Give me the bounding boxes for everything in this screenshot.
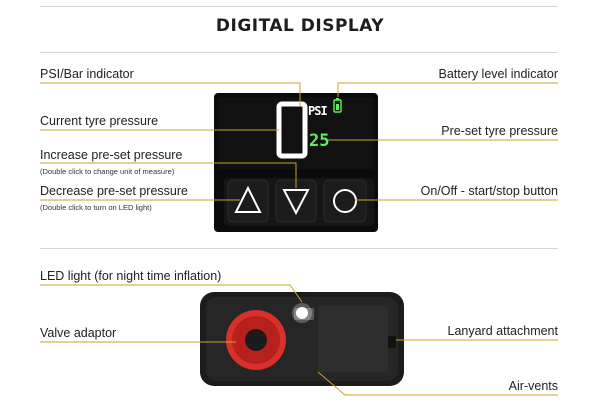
label-current-tyre-pressure: Current tyre pressure — [40, 114, 159, 128]
power-button — [323, 179, 367, 223]
label-increase-preset: Increase pre-set pressure — [40, 148, 183, 162]
label-valve-adaptor: Valve adaptor — [40, 326, 117, 340]
title-divider — [40, 52, 558, 53]
led-light — [292, 303, 314, 323]
air-vent-grille — [318, 306, 388, 372]
note-increase-preset: (Double click to change unit of measure) — [40, 167, 175, 176]
label-lanyard-attachment: Lanyard attachment — [447, 324, 559, 338]
label-on-off-button: On/Off - start/stop button — [420, 184, 558, 198]
label-battery-level-indicator: Battery level indicator — [438, 67, 558, 81]
battery-icon — [333, 98, 342, 113]
inflator-device — [200, 292, 404, 386]
label-decrease-preset: Decrease pre-set pressure — [40, 184, 188, 198]
section-divider — [40, 248, 558, 249]
label-psi-bar-indicator: PSI/Bar indicator — [40, 67, 134, 81]
note-decrease-preset: (Double click to turn on LED light) — [40, 203, 152, 212]
valve-adaptor — [226, 310, 286, 370]
current-pressure-value: 0 — [282, 108, 302, 152]
display-panel — [214, 93, 378, 232]
unit-indicator: PSI — [308, 104, 328, 118]
label-preset-tyre-pressure: Pre-set tyre pressure — [441, 124, 558, 138]
up-button — [227, 179, 269, 223]
label-air-vents: Air-vents — [508, 379, 558, 393]
page-title: DIGITAL DISPLAY — [215, 16, 385, 36]
top-divider — [40, 6, 558, 7]
lanyard-hole — [388, 336, 396, 348]
leader-lines — [40, 82, 558, 396]
label-led-light: LED light (for night time inflation) — [40, 269, 222, 283]
preset-pressure-value: 25 — [309, 131, 330, 151]
